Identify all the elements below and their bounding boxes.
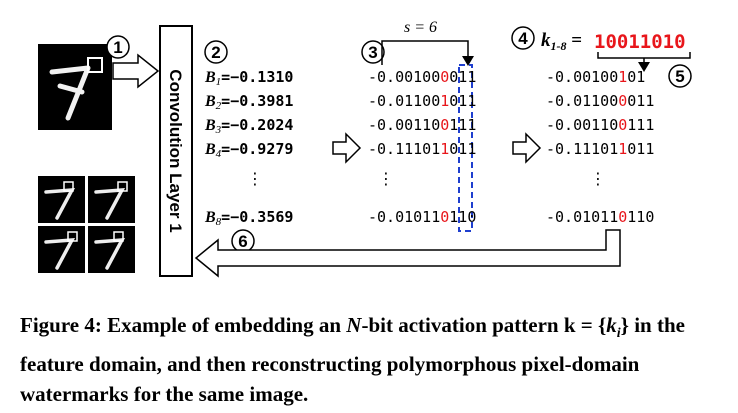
b-label-list: B1=−0.1310 B2=−0.3981 B3=−0.2024 B4=−0.9…	[204, 68, 293, 228]
arrow-to-binary	[332, 132, 362, 164]
digit-image-grid	[38, 176, 135, 273]
b-label: B2=−0.3981	[204, 92, 293, 112]
arrow-to-conv	[112, 53, 160, 89]
binary-embedded-list: -0.00100101 -0.011000011 -0.001100111 -0…	[546, 68, 654, 226]
binary-row: -0.001100111	[368, 116, 476, 134]
ellipsis: ⋮	[247, 169, 263, 188]
svg-text:1: 1	[113, 38, 122, 57]
binary-row: -0.010110110	[368, 208, 476, 226]
svg-text:3: 3	[368, 43, 377, 62]
svg-text:5: 5	[675, 67, 684, 86]
ellipsis: ⋮	[590, 169, 606, 188]
dashed-bit-box	[458, 64, 473, 232]
b-label: B8=−0.3569	[204, 208, 293, 228]
step-circle-2: 2	[204, 40, 228, 64]
key-label: k1-8 =	[541, 30, 582, 53]
binary-row: -0.00100101	[546, 68, 645, 86]
svg-text:4: 4	[518, 29, 528, 48]
binary-row: -0.111011011	[368, 140, 476, 158]
arrow-to-embedded	[512, 132, 542, 164]
step-circle-3: 3	[361, 40, 385, 64]
figure-caption: Figure 4: Example of embedding an N-bit …	[20, 313, 685, 407]
arrow-return	[194, 229, 621, 278]
step-circle-5: 5	[668, 64, 692, 88]
binary-row: -0.111011011	[546, 140, 654, 158]
binary-original-list: -0.001000011 -0.011001011 -0.001100111 -…	[368, 68, 476, 226]
shift-label: s = 6	[404, 19, 437, 36]
binary-row: -0.011000011	[546, 92, 654, 110]
step-circle-1: 1	[106, 35, 130, 59]
shift-bracket	[381, 40, 469, 65]
conv-layer-label: Convolution Layer 1	[166, 69, 185, 232]
svg-text:6: 6	[238, 232, 247, 251]
b-label: B4=−0.9279	[204, 140, 293, 160]
binary-row: -0.011001011	[368, 92, 476, 110]
binary-row: -0.001100111	[546, 116, 654, 134]
conv-layer-box	[159, 25, 193, 277]
svg-text:2: 2	[211, 43, 220, 62]
b-label: B1=−0.1310	[204, 68, 293, 88]
key-value: 10011010	[594, 31, 686, 53]
digit-image-large	[38, 44, 112, 130]
figure-diagram: Convolution Layer 1 1 2 3 4 5 6 k1-8 = 1…	[38, 19, 692, 278]
b-label: B3=−0.2024	[204, 116, 293, 136]
binary-row: -0.010110110	[546, 208, 654, 226]
ellipsis: ⋮	[378, 169, 394, 188]
step-circle-4: 4	[511, 26, 535, 50]
binary-row: -0.001000011	[368, 68, 476, 86]
step-circle-6: 6	[231, 229, 255, 253]
